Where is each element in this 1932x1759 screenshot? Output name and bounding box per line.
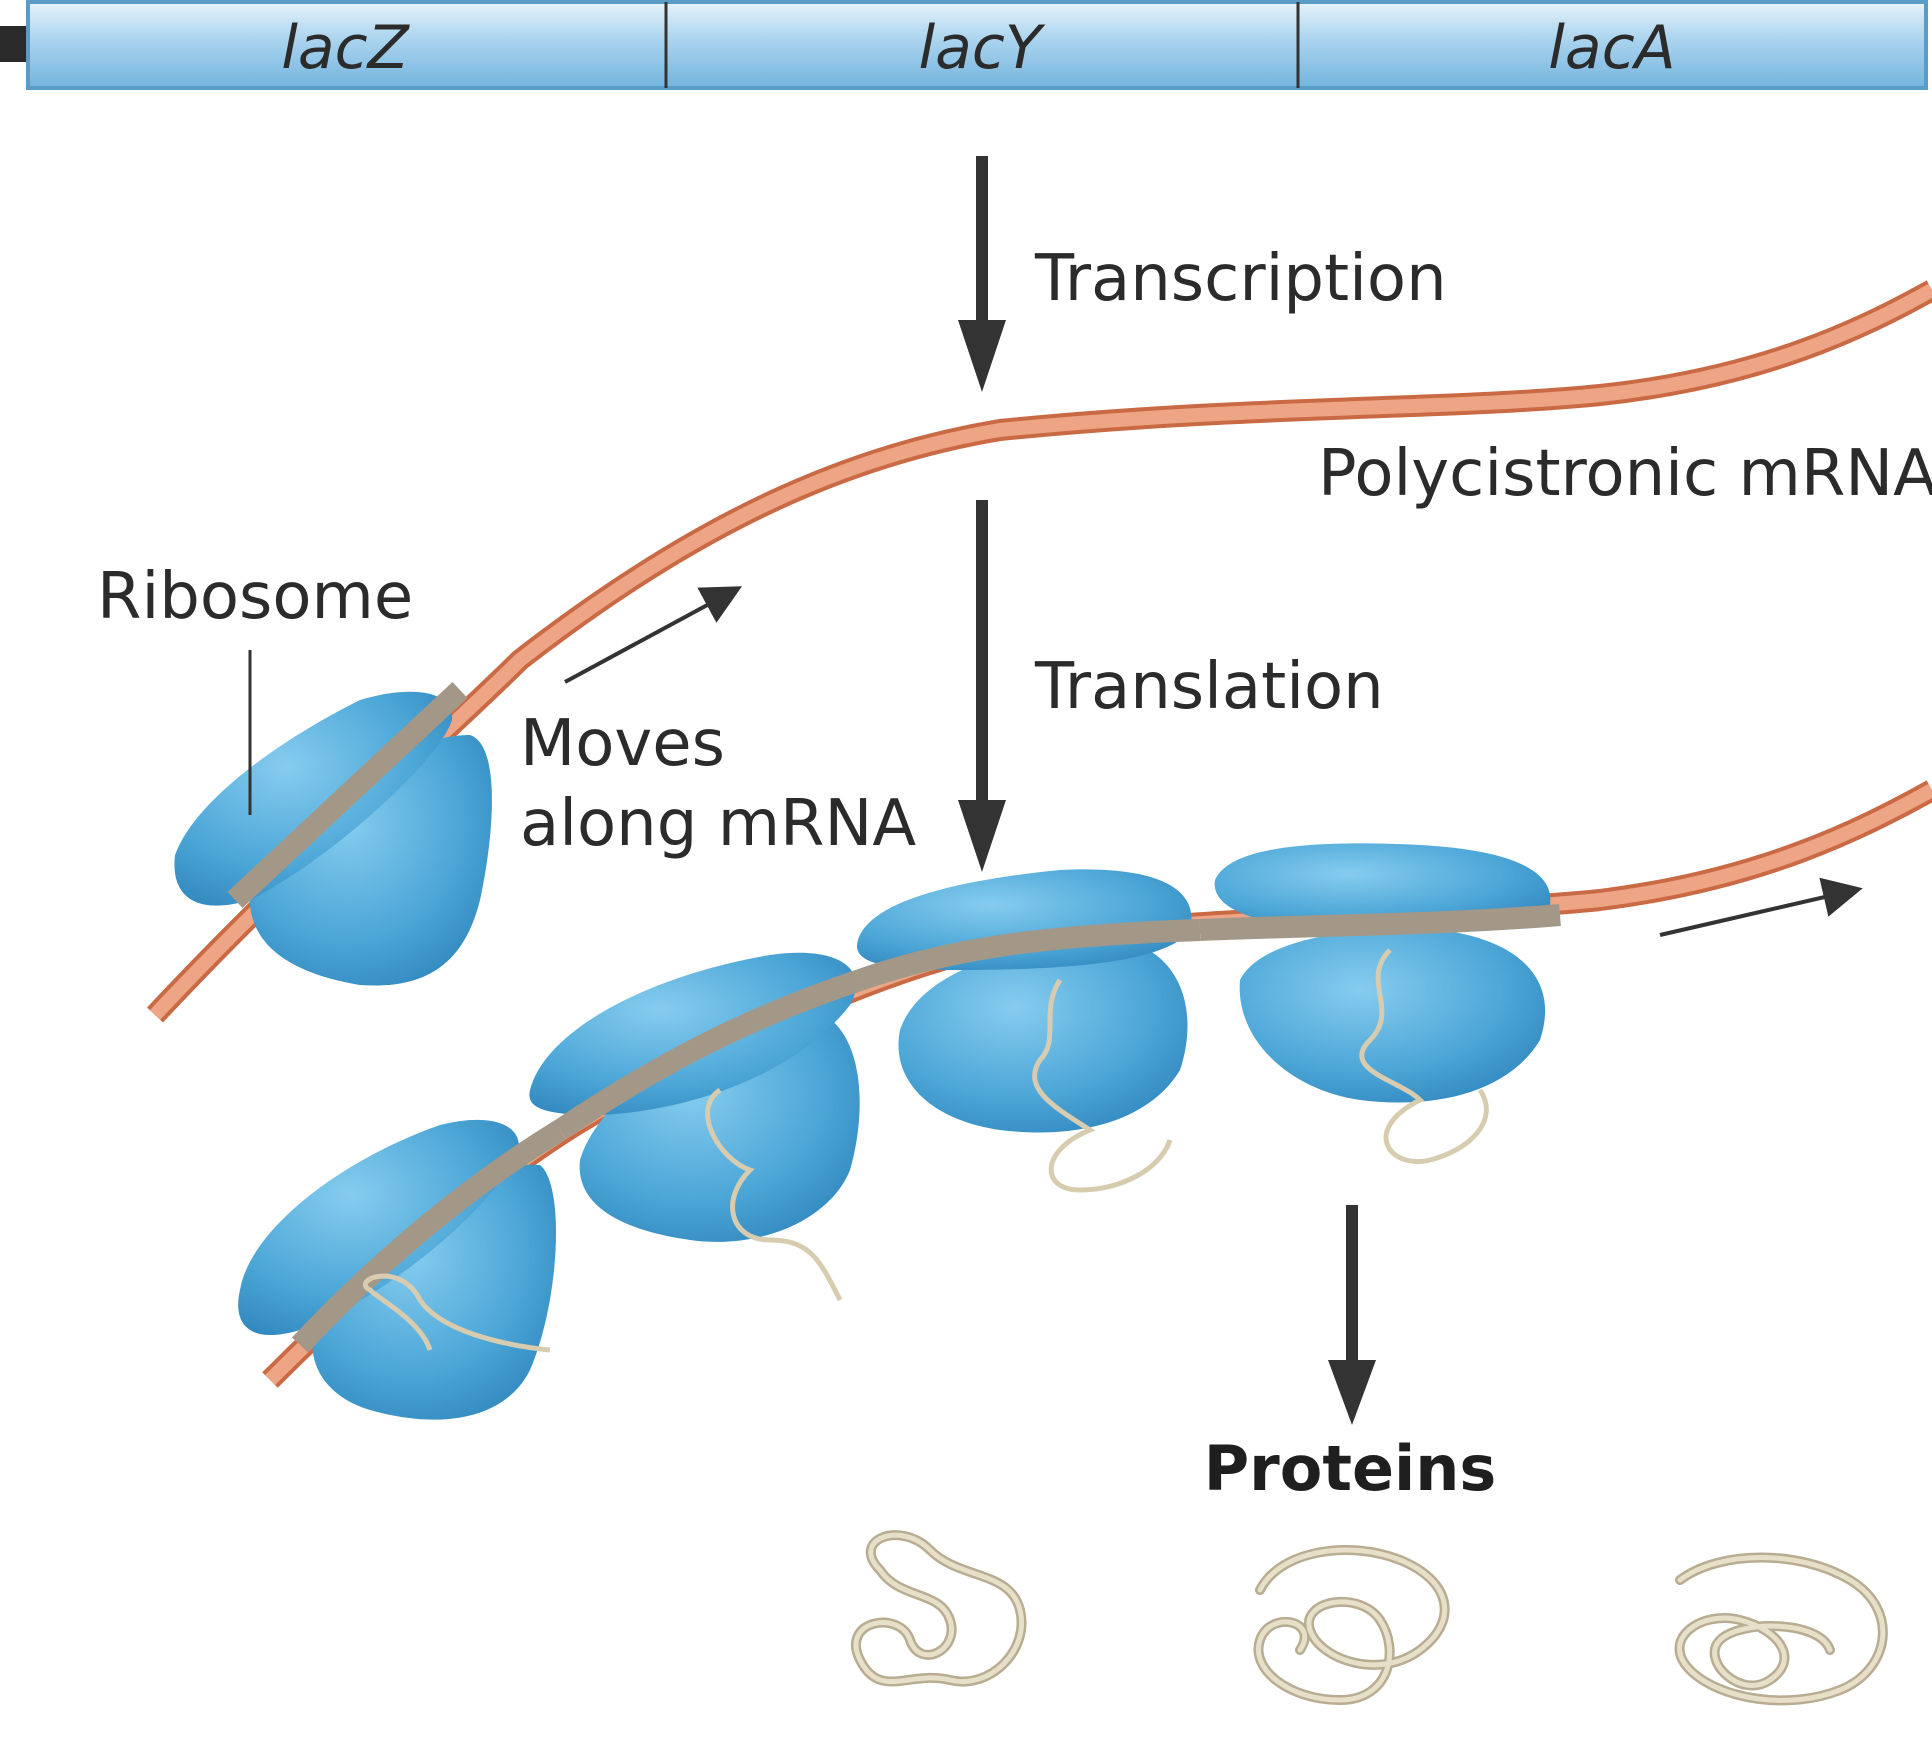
moves-label-line2: along mRNA	[520, 787, 916, 861]
operon-bar: lacZ lacY lacA	[0, 0, 1928, 90]
gene-label-laca: lacA	[1548, 13, 1675, 83]
lower-direction-arrow	[1659, 877, 1863, 937]
gene-label-lacy: lacY	[918, 13, 1045, 83]
nascent-protein	[705, 1087, 843, 1302]
folded-protein-1	[851, 1530, 1027, 1687]
ribosome-polysome-3	[856, 869, 1201, 1193]
proteins-arrow	[1328, 1205, 1376, 1425]
nascent-protein	[1032, 978, 1173, 1193]
ribosome-polysome-4	[1199, 843, 1561, 1164]
nascent-protein	[1359, 948, 1489, 1164]
transcription-label: Transcription	[1034, 242, 1447, 316]
translation-label: Translation	[1034, 650, 1384, 724]
ribosome-polysome-1	[238, 1119, 566, 1420]
ribosome-polysome-2	[529, 952, 864, 1302]
nascent-protein	[362, 1273, 551, 1353]
transcription-arrow	[958, 156, 1006, 392]
moves-label-line1: Moves	[520, 707, 725, 781]
gene-bar	[26, 0, 1928, 90]
folded-protein-3	[1674, 1552, 1888, 1706]
ribosome-label: Ribosome	[97, 560, 413, 634]
polycistronic-mrna-label: Polycistronic mRNA	[1318, 437, 1932, 511]
translation-arrow	[958, 500, 1006, 872]
dna-stub	[0, 26, 30, 62]
proteins-label: Proteins	[1204, 1432, 1497, 1505]
gene-label-lacz: lacZ	[281, 13, 410, 83]
moves-arrow	[564, 586, 743, 684]
ribosome-single	[174, 681, 492, 986]
folded-protein-2	[1253, 1545, 1450, 1706]
